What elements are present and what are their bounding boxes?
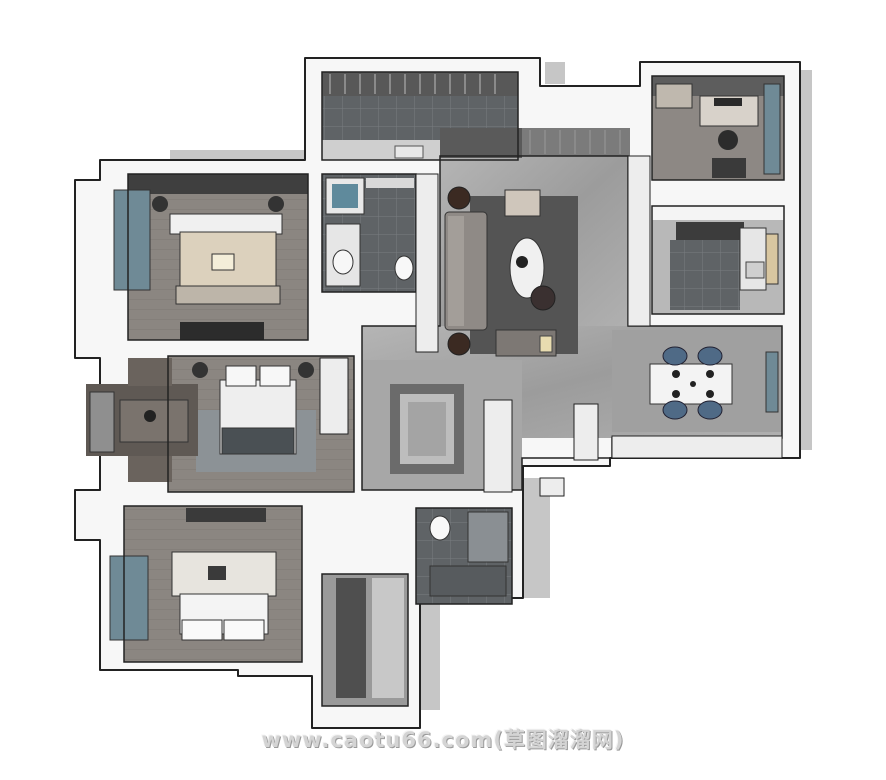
- building-shadow: [170, 62, 812, 710]
- watermark-text: www.caotu66.com(草图溜溜网): [261, 728, 625, 752]
- wall-tops: [319, 155, 783, 497]
- master-bedroom: [113, 174, 308, 340]
- bathroom-upper: [322, 174, 416, 292]
- balcony: [322, 72, 518, 160]
- bathroom-lower: [416, 508, 512, 604]
- closet-corridor: [322, 574, 408, 706]
- kitchen: [652, 206, 784, 314]
- study: [652, 76, 784, 180]
- bedroom-lower: [109, 506, 302, 662]
- dining-area: [612, 330, 782, 432]
- closet: [86, 358, 198, 482]
- interior-walls: [123, 71, 785, 707]
